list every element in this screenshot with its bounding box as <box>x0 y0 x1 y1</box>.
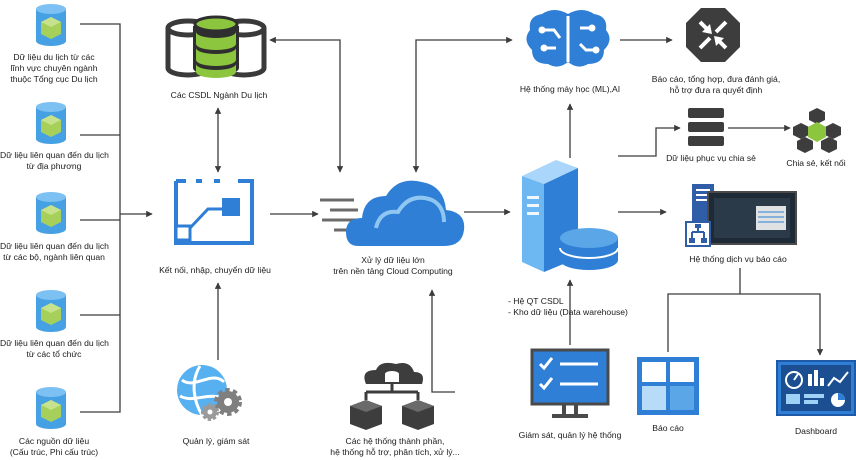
report-split-line <box>667 268 820 355</box>
data-flow-icon <box>174 179 254 245</box>
db-cloud-arrow <box>269 36 344 173</box>
share-label: Chia sẻ, kết nối <box>786 158 846 168</box>
source-bus-line <box>80 23 121 413</box>
brain-circuit-icon <box>526 10 610 67</box>
hierarchy-cubes-icon <box>350 362 434 430</box>
globe-gears-icon <box>177 365 242 421</box>
cloud-subsystems-arrow <box>428 289 455 393</box>
server-label: - Hệ QT CSDL- Kho dữ liệu (Data warehous… <box>508 296 628 317</box>
decision-arrows-icon <box>686 8 740 62</box>
database-icon <box>36 4 66 46</box>
database-icon <box>36 387 66 429</box>
database-icon <box>36 192 66 234</box>
server-to-shared-arrow <box>618 124 681 157</box>
connect-label: Kết nối, nhập, chuyển dữ liệu <box>159 265 271 275</box>
database-icon <box>36 290 66 332</box>
dashboard-label: Dashboard <box>794 426 838 436</box>
manage-label: Quản lý, giám sát <box>182 436 250 446</box>
database-stack-icon <box>165 15 267 78</box>
database-icon <box>36 102 66 144</box>
data-layers-icon <box>688 108 724 146</box>
tourism-db-label: Các CSDL Ngành Du lịch <box>170 90 268 100</box>
cloud-icon <box>320 180 465 246</box>
decision-label: Báo cáo, tổng hợp, đưa đánh giá,hỗ trợ đ… <box>651 74 781 95</box>
report-label: Báo cáo <box>652 423 684 433</box>
server-database-icon <box>522 160 619 272</box>
shared-data-label: Dữ liệu phục vụ chia sẻ <box>666 153 756 163</box>
monitor-checklist-icon <box>530 348 610 418</box>
monitor-label: Giám sát, quản lý hệ thống <box>518 430 622 440</box>
report-server-icon <box>685 184 797 247</box>
report-system-label: Hệ thống dịch vụ báo cáo <box>689 254 787 264</box>
subsystems-label: Các hệ thống thành phần,hệ thống hỗ trợ,… <box>330 436 460 457</box>
hexagon-network-icon <box>793 108 841 153</box>
ml-label: Hệ thống máy học (ML),AI <box>519 84 621 94</box>
cloud-ml-arrow <box>412 36 513 173</box>
source-label: Các nguồn dữ liệu(Cấu trúc, Phi cấu trúc… <box>9 436 99 457</box>
dashboard-icon <box>776 360 856 416</box>
report-tiles-icon <box>637 357 699 415</box>
